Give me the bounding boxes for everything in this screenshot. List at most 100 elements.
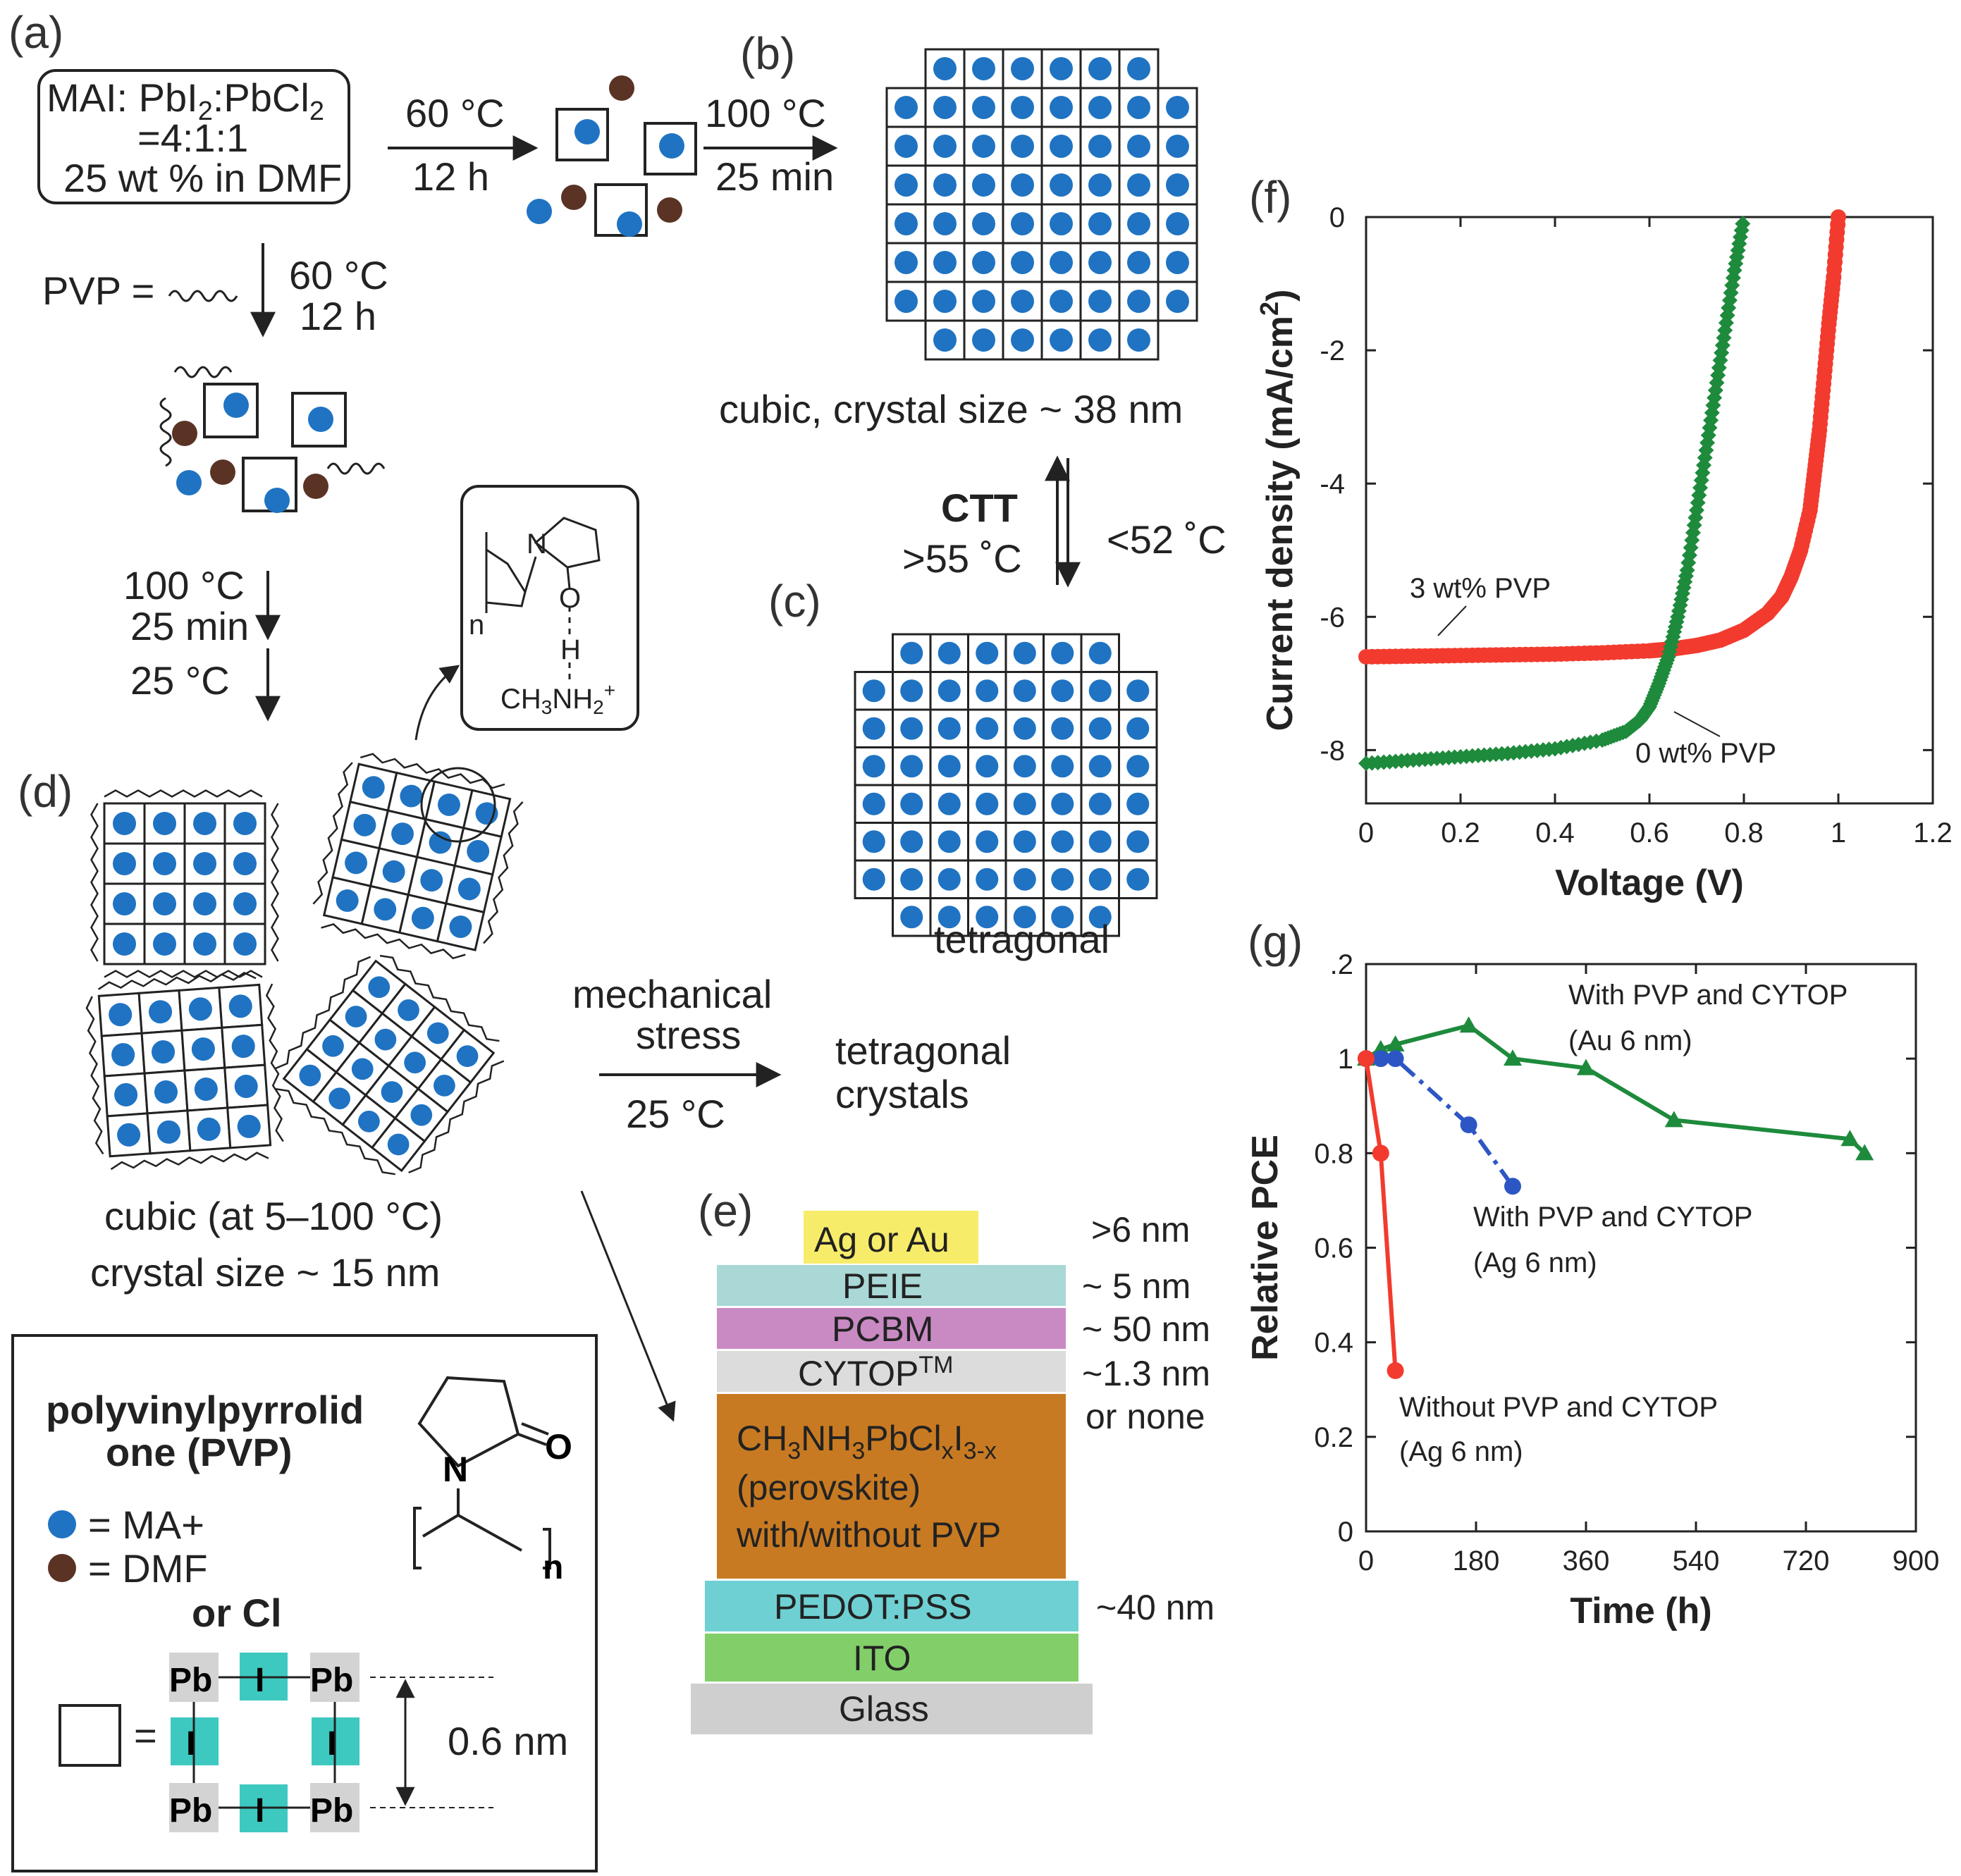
ma-cation: [192, 811, 217, 836]
ma-cation: [1050, 290, 1073, 313]
ma-cation: [345, 851, 368, 875]
layer-perovskite: [717, 1394, 1066, 1579]
x-tick-label: 0.4: [1535, 817, 1575, 848]
x-tick-label: 0.2: [1441, 817, 1480, 848]
ma-cation: [1011, 135, 1034, 158]
stress-temp: 25 °C: [626, 1092, 725, 1136]
series-label-0wt: 0 wt% PVP: [1635, 738, 1776, 769]
precursor-line-3: 25 wt % in DMF: [63, 156, 342, 200]
ma-cation: [391, 822, 414, 846]
ma-cation: [233, 811, 257, 836]
y-tick-label: 0: [1338, 1517, 1353, 1548]
legend-pvp-name-1: polyvinylpyrrolid: [46, 1388, 364, 1432]
thick-cytop: ~1.3 nm: [1082, 1354, 1210, 1393]
ma-cation: [900, 755, 923, 778]
pbi-framework-icon: Pb Pb Pb Pb I I I I: [169, 1653, 359, 1832]
x-tick-label: 900: [1893, 1545, 1940, 1576]
data-point: [1504, 1049, 1522, 1066]
panel-label-d: (d): [18, 766, 73, 817]
ma-cation: [1166, 212, 1189, 235]
ma-cation: [336, 889, 359, 912]
ma-cation: [152, 851, 177, 876]
ma-cation: [862, 792, 885, 815]
data-point: [1372, 1050, 1389, 1068]
cond4-line-3: 25 °C: [130, 658, 230, 703]
layer-ag-au: [804, 1211, 978, 1264]
svg-text:Pb: Pb: [310, 1792, 353, 1829]
ctt-up-temp: >55 ˚C: [902, 536, 1022, 581]
ma-cation: [938, 641, 961, 665]
ma-cation: [420, 869, 443, 892]
series-label-2: Without PVP and CYTOP: [1399, 1392, 1718, 1423]
ma-cation: [1013, 830, 1036, 853]
inset-O: O: [559, 583, 581, 614]
ma-cation: [192, 891, 217, 916]
y-tick-label: -8: [1320, 735, 1345, 766]
y-tick-label: -6: [1320, 602, 1345, 633]
inset-N: N: [527, 529, 547, 560]
panel-label-c: (c): [768, 576, 821, 627]
ma-cation: [1126, 792, 1150, 815]
ma-cation: [976, 641, 999, 665]
ma-cation: [149, 1000, 173, 1024]
x-axis-label: Time (h): [1570, 1591, 1711, 1631]
cond2-temp: 100 °C: [705, 91, 826, 135]
x-tick-label: 540: [1673, 1545, 1720, 1576]
ma-cation: [900, 641, 923, 665]
series-line-2: [1364, 1058, 1398, 1371]
ma-cation: [228, 994, 252, 1018]
legend-ma: = MA+: [88, 1502, 204, 1547]
ma-cation: [895, 251, 918, 274]
ma-cation: [900, 868, 923, 891]
ma-cation: [1050, 328, 1073, 352]
ma-cation: [1051, 868, 1074, 891]
ma-cation: [368, 976, 391, 999]
ma-cation: [457, 877, 481, 901]
ma-cation: [1013, 717, 1036, 740]
ma-cation: [358, 1110, 380, 1133]
ma-cation: [382, 860, 405, 883]
ma-cation: [1166, 135, 1189, 158]
legend-n: n: [543, 1549, 563, 1586]
ma-cation: [1011, 212, 1034, 235]
ma-cation: [351, 1058, 374, 1080]
ma-cation: [1013, 755, 1036, 778]
ma-cation: [299, 1064, 321, 1087]
ma-cation: [1088, 96, 1112, 119]
data-point: [1664, 1111, 1683, 1128]
ma-cation: [1088, 135, 1112, 158]
ma-cation: [900, 906, 923, 929]
ma-cation: [1011, 251, 1034, 274]
cond2-time: 25 min: [715, 154, 834, 199]
pvp-cluster: [159, 366, 386, 513]
ma-cation: [1051, 755, 1074, 778]
dmf-dot-icon: [48, 1554, 76, 1582]
ma-cation: [862, 679, 885, 703]
ma-cation: [1088, 290, 1112, 313]
ma-cation: [1126, 679, 1150, 703]
ma-cation: [237, 1114, 261, 1138]
ma-cation: [972, 251, 995, 274]
ma-cation: [900, 717, 923, 740]
svg-text:I: I: [186, 1725, 195, 1763]
series-label-3wt: 3 wt% PVP: [1410, 573, 1551, 604]
ma-cation: [976, 868, 999, 891]
ma-cation: [1166, 290, 1189, 313]
ma-cation: [1051, 641, 1074, 665]
ma-cation: [234, 1075, 258, 1099]
svg-text:Pb: Pb: [169, 1792, 212, 1829]
ma-cation: [1126, 755, 1150, 778]
ma-cation: [1127, 290, 1150, 313]
ma-cation: [410, 1104, 433, 1126]
ma-cation: [188, 997, 212, 1021]
x-tick-label: 0.6: [1630, 817, 1669, 848]
svg-text:PEDOT:PSS: PEDOT:PSS: [774, 1587, 972, 1627]
layer-cytop: [717, 1351, 1066, 1392]
stress-line-2: stress: [636, 1013, 741, 1057]
unit-cell-square-icon: [59, 1704, 121, 1767]
ma-cation: [192, 851, 217, 876]
y-tick-label: 0.6: [1314, 1233, 1353, 1264]
ma-cation: [933, 173, 957, 197]
ma-cation: [972, 290, 995, 313]
ma-cation: [1050, 96, 1073, 119]
